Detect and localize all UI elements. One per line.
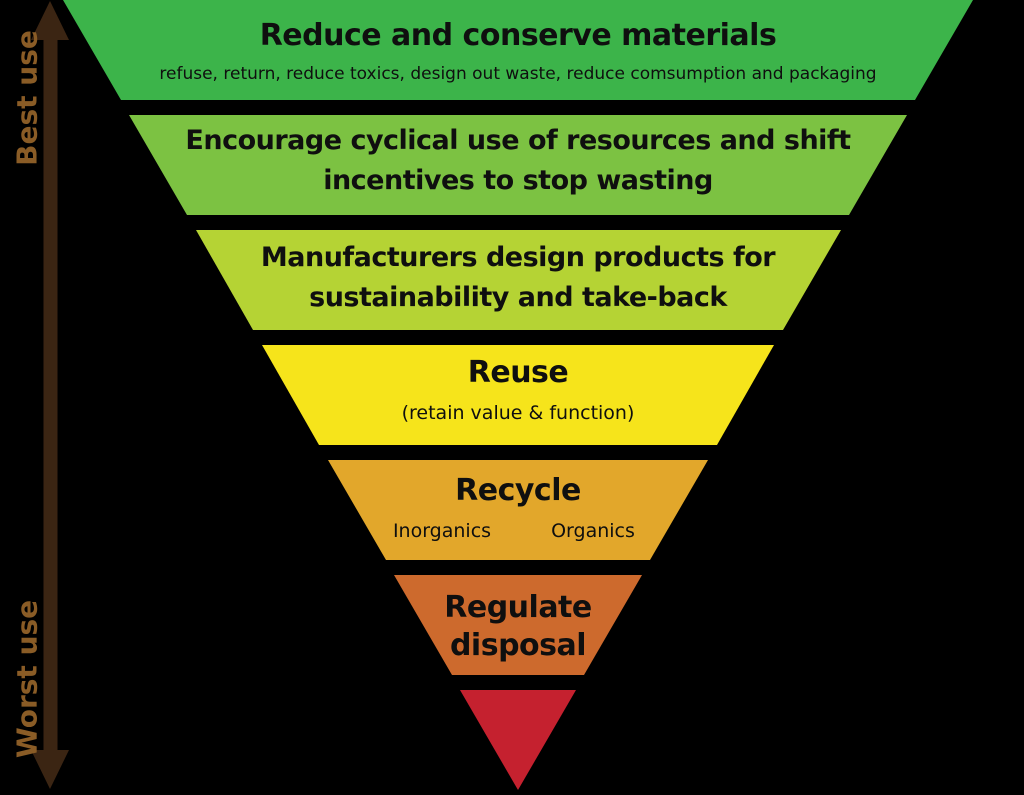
level-5-title: Recycle: [455, 473, 581, 508]
level-4-subtitle: (retain value & function): [401, 402, 635, 424]
level-2-title-line-2: incentives to stop wasting: [323, 165, 713, 196]
level-4-title: Reuse: [467, 355, 569, 390]
best-use-label: Best use: [10, 30, 44, 166]
level-2-title: Encourage cyclical use of resources and …: [185, 121, 851, 201]
level-2-shape: [129, 115, 907, 215]
level-7-shape: [460, 690, 576, 790]
level-6-shape: [394, 575, 642, 675]
axis-arrow-down-head: [31, 750, 69, 789]
level-1-title: Reduce and conserve materials: [259, 18, 777, 53]
level-3-title-line-1: Manufacturers design products for: [260, 242, 776, 273]
level-1-shape: [63, 0, 973, 100]
level-3-title-line-2: sustainability and take-back: [309, 282, 727, 313]
axis-arrow-shaft: [43, 30, 58, 758]
level-2-title-line-1: Encourage cyclical use of resources and …: [185, 125, 851, 156]
axis-arrow-up-head: [31, 1, 69, 40]
level-5-label-inorganics: Inorganics: [392, 520, 492, 542]
level-3-title: Manufacturers design products for sustai…: [260, 238, 776, 318]
best-worst-axis-arrow: [31, 1, 69, 789]
level-3-shape: [196, 230, 841, 330]
level-4-shape: [262, 345, 774, 445]
level-5-shape: [328, 460, 708, 560]
level-6-title: Regulate disposal: [444, 589, 592, 665]
worst-use-label: Worst use: [10, 599, 44, 759]
level-1-subtitle: refuse, return, reduce toxics, design ou…: [159, 64, 877, 84]
level-5-label-organics: Organics: [551, 520, 635, 542]
level-6-title-line-1: Regulate: [444, 590, 592, 625]
level-6-title-line-2: disposal: [449, 628, 587, 663]
